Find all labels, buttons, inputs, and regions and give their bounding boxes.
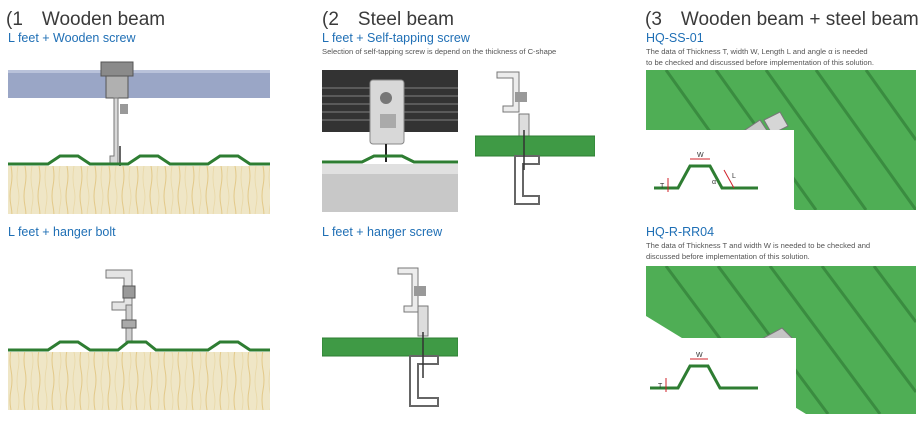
panel-beam-purple	[8, 70, 270, 98]
wood-beam	[8, 166, 270, 214]
diagram-hq-ss-01: W L T α	[646, 70, 916, 210]
dim-w: W	[696, 352, 703, 359]
note-hq-r-rr04: The data of Thickness T and width W is n…	[646, 240, 920, 262]
roof-profile-section	[654, 164, 758, 190]
note-hq-ss-01-line2: to be checked and discussed before imple…	[646, 58, 874, 67]
dim-t: T	[658, 383, 663, 390]
label-l-feet-wooden-screw: L feet + Wooden screw	[8, 31, 136, 45]
label-hq-r-rr04: HQ-R-RR04	[646, 225, 715, 239]
roof-profile	[8, 154, 270, 166]
label-l-feet-hanger-bolt: L feet + hanger bolt	[8, 225, 116, 239]
note-hq-r-rr04-line1: The data of Thickness T and width W is n…	[646, 241, 871, 250]
c-shape-beam	[514, 155, 540, 205]
steel-panel	[475, 135, 595, 157]
note-hq-r-rr04-line2: discussed before implementation of this …	[646, 252, 810, 261]
note-hq-ss-01: The data of Thickness T, width W, Length…	[646, 46, 920, 68]
label-l-feet-self-tapping-screw: L feet + Self-tapping screw	[322, 31, 470, 45]
label-l-feet-hanger-screw: L feet + hanger screw	[322, 225, 443, 239]
section-title-steel-beam: (2 Steel beam	[322, 9, 455, 30]
diagram-l-feet-hanger-screw	[322, 267, 458, 407]
dim-l: L	[732, 173, 736, 180]
dim-t: T	[660, 183, 665, 190]
note-self-tapping-screw: Selection of self-tapping screw is depen…	[322, 47, 557, 56]
roof-profile-section	[650, 364, 758, 390]
c-shape-beam	[409, 355, 439, 407]
diagram-hq-r-rr04: W T	[646, 266, 916, 414]
section-title-wooden-steel-beam: (3 Wooden beam + steel beam	[645, 9, 919, 30]
diagram-self-tapping-screw-section	[475, 71, 595, 205]
dim-alpha: α	[712, 179, 716, 186]
diagram-self-tapping-screw-3d	[322, 70, 458, 212]
label-hq-ss-01: HQ-SS-01	[646, 31, 704, 45]
wood-beam	[8, 352, 270, 410]
note-hq-ss-01-line1: The data of Thickness T, width W, Length…	[646, 47, 868, 56]
roof-profile	[8, 340, 270, 352]
steel-panel	[322, 337, 458, 357]
section-title-wooden-beam: (1 Wooden beam	[6, 9, 166, 30]
diagram-l-feet-wooden-screw	[8, 61, 270, 214]
diagram-l-feet-hanger-bolt	[8, 269, 270, 410]
dim-w: W	[697, 152, 704, 159]
